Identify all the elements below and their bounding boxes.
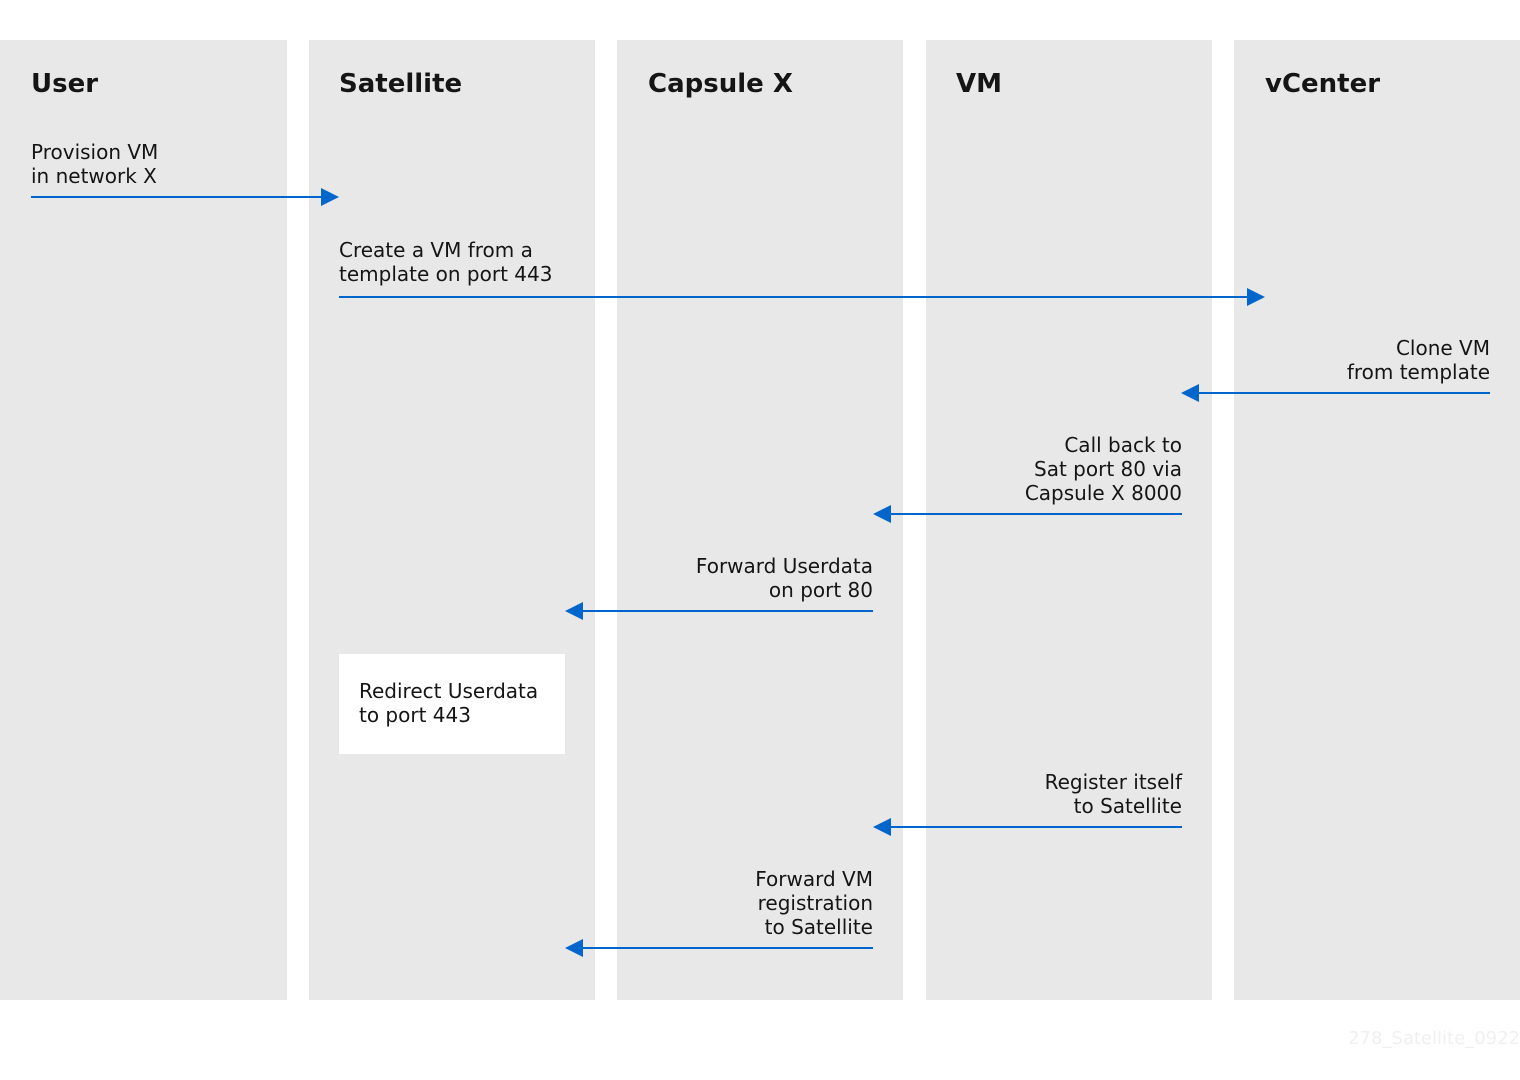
lane-capsule-x: [617, 40, 903, 1000]
lane-vcenter: [1234, 40, 1520, 1000]
lane-title-capsule-x: Capsule X: [648, 69, 793, 99]
note-label-redirect-userdata: Redirect Userdata to port 443: [359, 679, 539, 727]
message-label-call-back: Call back to Sat port 80 via Capsule X 8…: [1024, 433, 1182, 505]
lane-title-vcenter: vCenter: [1265, 69, 1381, 99]
note-box-redirect-userdata: Redirect Userdata to port 443: [339, 654, 565, 754]
message-label-clone-vm: Clone VM from template: [1346, 336, 1490, 384]
message-label-register-itself: Register itself to Satellite: [1044, 770, 1182, 818]
message-label-forward-registration: Forward VM registration to Satellite: [755, 867, 873, 939]
lane-vm: [926, 40, 1212, 1000]
message-label-forward-userdata: Forward Userdata on port 80: [695, 554, 873, 602]
lane-title-satellite: Satellite: [339, 69, 463, 99]
lane-title-vm: VM: [956, 69, 1002, 99]
arrow-provision-vm: [31, 188, 339, 206]
lane-satellite: [309, 40, 595, 1000]
arrow-call-back: [873, 505, 1182, 523]
arrow-create-vm: [339, 288, 1265, 306]
lane-title-user: User: [31, 69, 99, 99]
arrow-forward-userdata: [565, 602, 873, 620]
message-label-provision-vm: Provision VM in network X: [31, 140, 159, 188]
arrow-clone-vm: [1181, 384, 1490, 402]
image-id-label: 278_Satellite_0922: [1348, 1028, 1520, 1049]
lane-user: [0, 40, 287, 1000]
arrow-register-itself: [873, 818, 1182, 836]
arrow-forward-registration: [565, 939, 873, 957]
message-label-create-vm: Create a VM from a template on port 443: [339, 238, 553, 286]
